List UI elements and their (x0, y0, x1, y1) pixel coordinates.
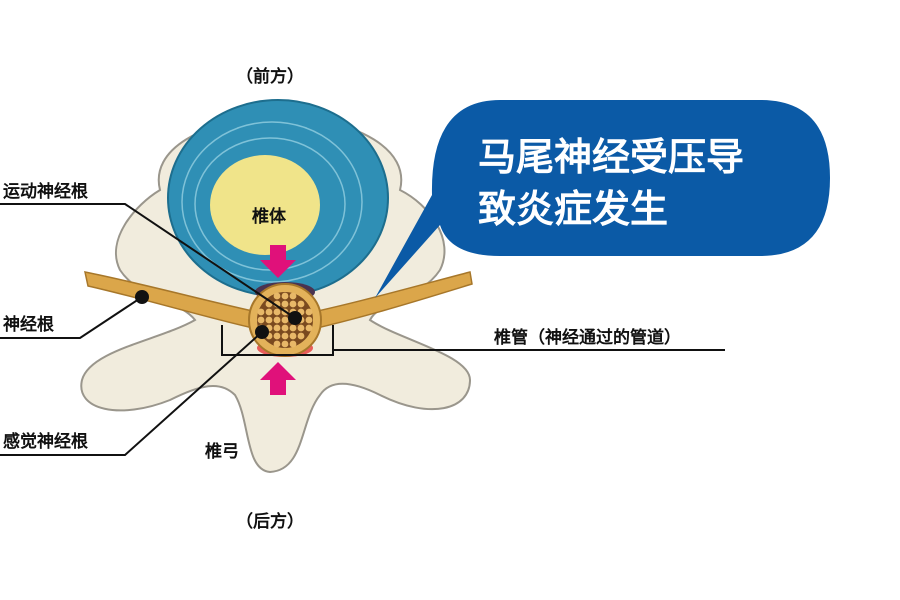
callout-line-1: 马尾神经受压导 (478, 135, 744, 179)
sensory-root-label: 感觉神经根 (3, 431, 88, 452)
up-arrow-icon (260, 362, 296, 395)
nerve-fiber (273, 324, 281, 332)
nerve-fiber (281, 300, 289, 308)
nerve-fiber (257, 316, 265, 324)
nerve-fiber (273, 332, 281, 340)
nerve-fiber (305, 324, 313, 332)
nerve-fiber (273, 308, 281, 316)
callout-line-2: 致炎症发生 (478, 187, 668, 231)
nerve-root-label: 神经根 (3, 314, 54, 335)
sensory-root-dot (255, 325, 269, 339)
spinal-canal-label: 椎管（神经通过的管道） (493, 327, 681, 348)
nerve-fiber (281, 332, 289, 340)
vertebral-body-core (210, 155, 320, 255)
down-arrow-icon (260, 245, 296, 278)
front-label: （前方） (236, 66, 304, 87)
canal-bracket (221, 325, 334, 356)
nerve-fiber (273, 316, 281, 324)
leader-lines (0, 203, 725, 456)
nerve-fiber (265, 316, 273, 324)
nerve-fiber (305, 316, 313, 324)
nerve-fiber (289, 292, 297, 300)
nerve-fiber (305, 308, 313, 316)
disc-ring (181, 121, 363, 283)
motor-root-label: 运动神经根 (3, 181, 88, 202)
vertebral-body-label: 椎体 (251, 206, 287, 227)
nerve-fiber (265, 308, 273, 316)
nerve-fiber (289, 332, 297, 340)
nerve-fiber (297, 332, 305, 340)
callout-bubble (375, 100, 830, 298)
nerve-fiber (289, 340, 297, 348)
nerve-fiber (297, 324, 305, 332)
nerve-fiber (289, 324, 297, 332)
vertebral-arch-label: 椎弓 (204, 441, 239, 462)
motor-root-dot (288, 311, 302, 325)
nerve-fiber (297, 300, 305, 308)
nerve-root-dot (135, 290, 149, 304)
nerve-fiber (281, 292, 289, 300)
nerve-fiber (257, 308, 265, 316)
nerve-fiber (281, 316, 289, 324)
nerve-fiber (281, 340, 289, 348)
back-label: （后方） (236, 511, 304, 532)
nerve-fiber (273, 292, 281, 300)
nerve-fiber (281, 324, 289, 332)
nerve-fiber (289, 300, 297, 308)
nerve-fiber (273, 340, 281, 348)
